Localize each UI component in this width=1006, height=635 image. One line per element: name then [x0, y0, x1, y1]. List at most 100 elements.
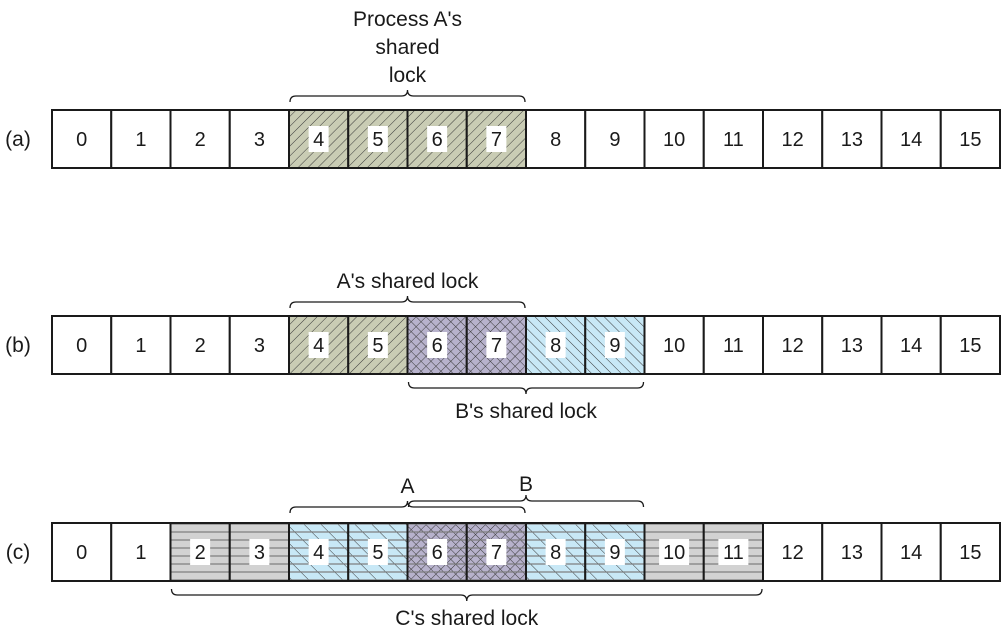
byte-number: 15: [959, 129, 981, 151]
byte-number: 4: [313, 335, 324, 357]
byte-number: 13: [841, 542, 863, 564]
byte-number: 6: [432, 542, 443, 564]
byte-number: 5: [372, 129, 383, 151]
byte-number: 9: [609, 542, 620, 564]
byte-number: 13: [841, 335, 863, 357]
byte-cell: 14: [880, 109, 942, 169]
byte-number: 5: [372, 335, 383, 357]
byte-number: 4: [313, 129, 324, 151]
byte-cell: 6: [406, 522, 468, 582]
byte-cell: 10: [643, 522, 705, 582]
byte-cell: 2: [169, 315, 231, 375]
byte-number: 6: [432, 335, 443, 357]
byte-cell: 8: [525, 109, 587, 169]
byte-number: 10: [663, 129, 685, 151]
brace-label: C's shared lock: [395, 607, 538, 630]
byte-cell: 2: [169, 522, 231, 582]
byte-number: 9: [609, 129, 620, 151]
byte-number: 0: [76, 335, 87, 357]
byte-cell: 3: [228, 522, 290, 582]
byte-cell: 5: [347, 109, 409, 169]
byte-cell: 9: [584, 522, 646, 582]
byte-cell: 12: [762, 315, 824, 375]
byte-cell: 13: [821, 315, 883, 375]
b-lock-brace: B: [407, 473, 645, 508]
byte-number: 0: [76, 542, 87, 564]
row-label: (c): [6, 541, 31, 564]
byte-number: 14: [900, 335, 922, 357]
byte-cell: 4: [288, 315, 350, 375]
byte-number: 3: [254, 542, 265, 564]
process-a-shared-lock-brace: Process A's shared lock: [289, 8, 526, 103]
byte-number: 11: [723, 542, 744, 564]
byte-number: 8: [550, 129, 561, 151]
byte-cell: 3: [228, 109, 290, 169]
byte-cell: 12: [762, 522, 824, 582]
byte-cell: 0: [51, 315, 113, 375]
byte-cell: 14: [880, 522, 942, 582]
byte-number: 9: [609, 335, 620, 357]
c-shared-lock-brace: C's shared lock: [170, 588, 763, 630]
byte-number: 13: [841, 129, 863, 151]
byte-cell: 7: [465, 109, 527, 169]
byte-number: 4: [313, 542, 324, 564]
brace-label: B: [519, 473, 533, 496]
byte-cell: 5: [347, 522, 409, 582]
brace-label: Process A's: [353, 8, 462, 31]
byte-cell: 1: [110, 109, 172, 169]
brace-label: lock: [389, 64, 427, 87]
byte-cell: 11: [702, 109, 764, 169]
byte-number: 7: [491, 542, 502, 564]
byte-cell: 6: [406, 315, 468, 375]
byte-cell: 6: [406, 109, 468, 169]
byte-cell: 15: [939, 109, 1001, 169]
byte-cell: 5: [347, 315, 409, 375]
byte-number: 12: [782, 542, 804, 564]
byte-number: 12: [782, 129, 804, 151]
byte-number: 1: [135, 129, 146, 151]
byte-cell: 8: [525, 315, 587, 375]
byte-cell: 10: [643, 315, 705, 375]
byte-number: 7: [491, 335, 502, 357]
byte-number: 7: [491, 129, 502, 151]
byte-number: 2: [195, 129, 206, 151]
byte-cell: 15: [939, 315, 1001, 375]
byte-number: 0: [76, 129, 87, 151]
byte-cell: 2: [169, 109, 231, 169]
byte-cell: 9: [584, 109, 646, 169]
brace-label: A: [400, 475, 414, 498]
brace-label: shared: [375, 36, 439, 59]
row-label: (b): [5, 334, 31, 357]
byte-cell: 1: [110, 522, 172, 582]
byte-cell: 0: [51, 522, 113, 582]
byte-number: 3: [254, 129, 265, 151]
row-label: (a): [5, 128, 31, 151]
byte-number: 8: [550, 542, 561, 564]
byte-number: 14: [900, 129, 922, 151]
byte-number: 2: [195, 542, 206, 564]
byte-number: 15: [959, 542, 981, 564]
byte-number: 6: [432, 129, 443, 151]
byte-number: 2: [195, 335, 206, 357]
byte-number: 15: [959, 335, 981, 357]
byte-cell: 15: [939, 522, 1001, 582]
byte-number: 11: [723, 335, 744, 357]
byte-cell: 11: [702, 315, 764, 375]
byte-cell: 11: [702, 522, 764, 582]
brace-label: B's shared lock: [455, 400, 597, 423]
b-shared-lock-brace: B's shared lock: [407, 381, 645, 423]
byte-cell: 13: [821, 522, 883, 582]
byte-cell: 13: [821, 109, 883, 169]
byte-number: 12: [782, 335, 804, 357]
byte-number: 10: [663, 542, 685, 564]
byte-cell: 14: [880, 315, 942, 375]
byte-cell: 0: [51, 109, 113, 169]
byte-number: 14: [900, 542, 922, 564]
byte-number: 8: [550, 335, 561, 357]
byte-cell: 9: [584, 315, 646, 375]
byte-cell: 7: [465, 315, 527, 375]
